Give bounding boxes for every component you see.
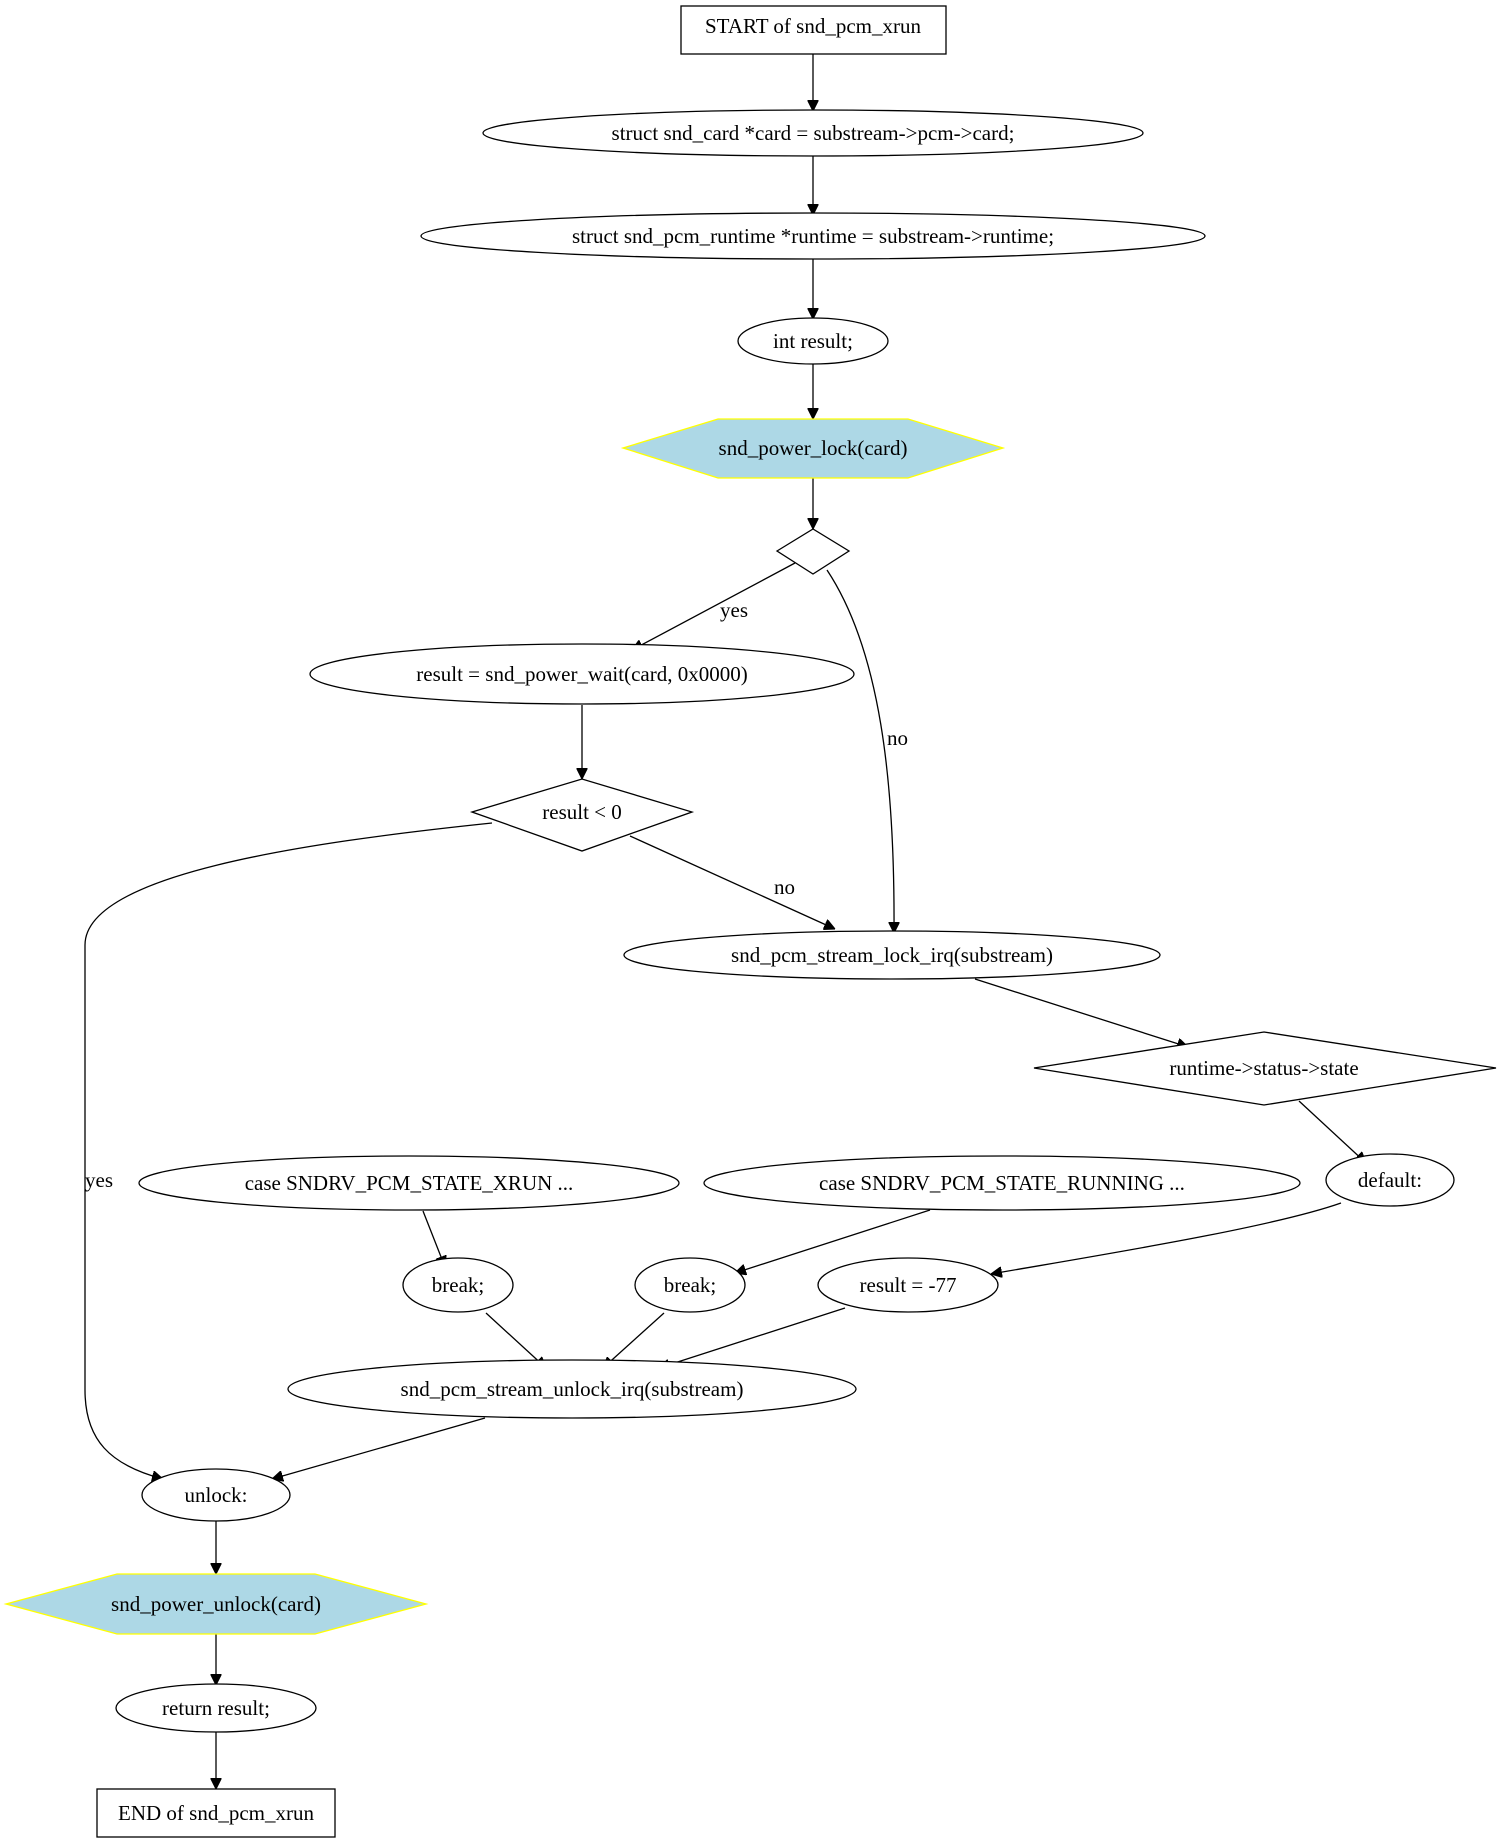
stream-lock-node: snd_pcm_stream_lock_irq(substream) <box>623 930 1161 980</box>
edge-neg77-to-unlockirq <box>659 1307 846 1368</box>
stream-unlock-label: snd_pcm_stream_unlock_irq(substream) <box>401 1377 744 1401</box>
edge-labels: yes no no yes <box>85 598 908 1192</box>
case-xrun-node: case SNDRV_PCM_STATE_XRUN ... <box>138 1155 680 1211</box>
default-case-label: default: <box>1358 1168 1422 1192</box>
edge-label-cond-yes: yes <box>720 598 748 622</box>
stream-lock-label: snd_pcm_stream_lock_irq(substream) <box>731 943 1053 967</box>
edge-lock-to-switch <box>974 978 1188 1047</box>
switch-state-label: runtime->status->state <box>1169 1056 1358 1080</box>
result-lt-zero-node: result < 0 <box>469 778 695 852</box>
edge-label-lt-no: no <box>774 875 795 899</box>
end-node-label: END of snd_pcm_xrun <box>118 1801 314 1825</box>
case-xrun-label: case SNDRV_PCM_STATE_XRUN ... <box>245 1171 574 1195</box>
result-decl-label: int result; <box>773 329 853 353</box>
card-decl-label: struct snd_card *card = substream->pcm->… <box>612 121 1015 145</box>
runtime-decl-label: struct snd_pcm_runtime *runtime = substr… <box>572 224 1054 248</box>
result-neg77-label: result = -77 <box>860 1273 957 1297</box>
switch-state-node: runtime->status->state <box>1033 1031 1497 1106</box>
case-running-node: case SNDRV_PCM_STATE_RUNNING ... <box>703 1155 1301 1211</box>
default-case-node: default: <box>1325 1153 1455 1207</box>
edge-default-to-neg77 <box>991 1202 1342 1274</box>
edge-cond-yes <box>632 562 796 650</box>
edge-lt-no <box>629 835 835 929</box>
break-1-node: break; <box>402 1257 514 1313</box>
power-wait-label: result = snd_power_wait(card, 0x0000) <box>416 662 747 686</box>
case-running-label: case SNDRV_PCM_STATE_RUNNING ... <box>819 1171 1185 1195</box>
edge-label-cond-no: no <box>887 726 908 750</box>
power-unlock-label: snd_power_unlock(card) <box>111 1592 321 1616</box>
edges <box>84 54 1366 1789</box>
break-1-label: break; <box>432 1273 484 1297</box>
empty-condition-node <box>775 528 851 575</box>
edge-running-to-break2 <box>735 1209 931 1273</box>
end-node: END of snd_pcm_xrun <box>96 1788 336 1838</box>
break-2-node: break; <box>634 1257 746 1313</box>
edge-break1-to-unlockirq <box>485 1312 546 1368</box>
result-neg77-node: result = -77 <box>817 1257 999 1313</box>
nodes: START of snd_pcm_xrun struct snd_card *c… <box>3 5 1497 1838</box>
return-result-node: return result; <box>115 1683 317 1733</box>
result-lt-zero-label: result < 0 <box>542 800 622 824</box>
start-node-label: START of snd_pcm_xrun <box>705 14 921 38</box>
card-decl-node: struct snd_card *card = substream->pcm->… <box>482 109 1144 157</box>
unlock-label-text: unlock: <box>185 1483 248 1507</box>
power-wait-node: result = snd_power_wait(card, 0x0000) <box>309 643 855 705</box>
edge-xrun-to-break1 <box>422 1210 445 1267</box>
edge-unlockirq-to-unlock <box>272 1417 486 1479</box>
edge-label-lt-yes: yes <box>85 1168 113 1192</box>
power-unlock-node: snd_power_unlock(card) <box>3 1573 429 1635</box>
break-2-label: break; <box>664 1273 716 1297</box>
edge-break2-to-unlockirq <box>603 1312 665 1368</box>
result-decl-node: int result; <box>737 317 889 365</box>
stream-unlock-node: snd_pcm_stream_unlock_irq(substream) <box>287 1359 857 1419</box>
edge-lt-yes <box>84 822 493 1479</box>
unlock-label-node: unlock: <box>141 1468 291 1522</box>
power-lock-label: snd_power_lock(card) <box>719 436 908 460</box>
edge-switch-to-default <box>1298 1100 1366 1163</box>
start-node: START of snd_pcm_xrun <box>680 5 947 55</box>
power-lock-node: snd_power_lock(card) <box>620 418 1006 479</box>
runtime-decl-node: struct snd_pcm_runtime *runtime = substr… <box>420 212 1206 260</box>
return-result-label: return result; <box>162 1696 270 1720</box>
edge-cond-no <box>826 569 894 933</box>
